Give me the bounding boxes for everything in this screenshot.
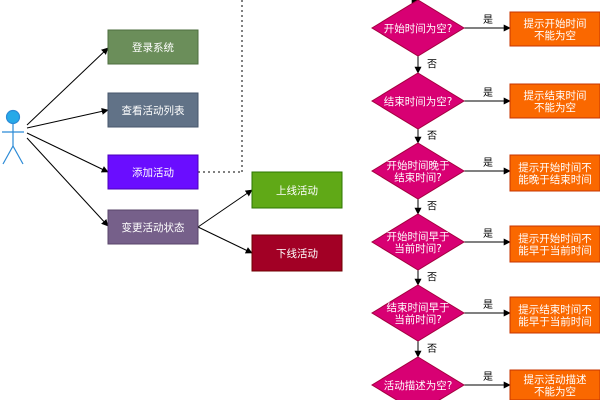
message-box-end-empty [509,83,600,119]
decision-diamond-description-empty [371,356,465,400]
use-case-box-add[interactable] [107,154,199,190]
use-case-box-login[interactable] [107,29,199,65]
message-label-start-after-end-line-0: 提示开始时间不 [518,161,592,174]
edge-actor-change-status [26,137,109,227]
yes-label-start-after-end: 是 [483,157,493,169]
use-case-box-change-status[interactable] [107,209,199,245]
status-action-label-offline-line-0: 下线活动 [276,247,318,260]
status-action-box-online[interactable] [251,171,343,209]
message-label-end-empty-line-0: 提示结束时间 [524,89,587,102]
decision-diamond-start-after-end [371,142,465,200]
message-box-start-empty [509,11,600,47]
decision-diamond-start-before-now [371,213,465,271]
no-label-start-empty: 否 [427,59,437,71]
message-box-start-before-now [509,225,600,263]
no-label-start-before-now: 否 [427,272,437,284]
use-case-box-view-list[interactable] [107,92,199,128]
actor-head [5,109,21,125]
message-label-start-empty-line-0: 提示开始时间 [524,17,587,30]
yes-label-description-empty: 是 [483,371,493,383]
actor-left-leg [2,145,14,165]
decision-label-end-before-now-line-0: 结束时间早于 [387,301,450,314]
edge-actor-add [26,132,109,173]
decision-label-start-before-now-line-0: 开始时间早于 [387,230,450,243]
yes-label-end-before-now: 是 [483,299,493,311]
decision-label-start-before-now-line-1: 当前时间? [394,242,442,255]
use-case-view-list[interactable]: 查看活动列表 [107,92,199,128]
decision-label-description-empty-line-0: 活动描述为空? [384,379,453,392]
edge-change-status-offline [197,226,253,254]
decision-label-end-before-now-line-1: 当前时间? [394,313,442,326]
message-label-description-empty-line-0: 提示活动描述 [524,373,587,386]
message-label-end-before-now-line-0: 提示结束时间不 [518,303,592,316]
edge-actor-view-list [26,107,109,129]
yes-label-end-empty: 是 [483,87,493,99]
no-label-end-before-now: 否 [427,343,437,355]
use-case-add[interactable]: 添加活动 [107,154,199,190]
decision-label-start-after-end-line-0: 开始时间晚于 [387,159,450,172]
message-label-start-after-end-line-1: 能晚于结束时间 [518,173,592,186]
use-case-label-add-line-0: 添加活动 [132,166,174,179]
decision-label-start-empty-line-0: 开始时间为空? [384,22,453,35]
user-actor [2,109,24,165]
message-label-end-before-now-line-1: 能早于当前时间 [518,315,592,328]
decision-diamond-start-empty [371,0,465,57]
status-action-offline[interactable]: 下线活动 [251,234,343,272]
decision-diamond-end-before-now [371,284,465,342]
use-case-login[interactable]: 登录系统 [107,29,199,65]
use-case-change-status[interactable]: 变更活动状态 [107,209,199,245]
no-label-end-empty: 否 [427,130,437,142]
edge-change-status-online [197,189,253,228]
message-label-start-empty-line-1: 不能为空 [534,29,576,42]
decision-label-end-empty-line-0: 结束时间为空? [384,95,453,108]
use-case-label-change-status-line-0: 变更活动状态 [122,221,185,234]
decision-label-start-after-end-line-1: 结束时间? [394,171,442,184]
message-box-description-empty [509,369,600,400]
actor-right-leg [12,145,24,165]
message-box-end-before-now [509,296,600,334]
message-label-start-before-now-line-0: 提示开始时间不 [518,232,592,245]
decision-start-empty: 开始时间为空? [371,0,465,57]
decision-description-empty: 活动描述为空? [371,356,465,400]
use-case-label-login-line-0: 登录系统 [132,41,174,54]
status-action-label-online-line-0: 上线活动 [276,184,318,197]
status-action-box-offline[interactable] [251,234,343,272]
message-label-end-empty-line-1: 不能为空 [534,101,576,114]
yes-label-start-empty: 是 [483,14,493,26]
message-label-start-before-now-line-1: 能早于当前时间 [518,244,592,257]
no-label-start-after-end: 否 [427,201,437,213]
edge-actor-login [26,47,109,126]
decision-diamond-end-empty [371,72,465,130]
decision-end-empty: 结束时间为空? [371,72,465,130]
status-action-online[interactable]: 上线活动 [251,171,343,209]
use-case-label-view-list-line-0: 查看活动列表 [122,104,185,117]
yes-label-start-before-now: 是 [483,228,493,240]
message-box-start-after-end [509,154,600,192]
message-label-description-empty-line-1: 不能为空 [534,385,576,398]
